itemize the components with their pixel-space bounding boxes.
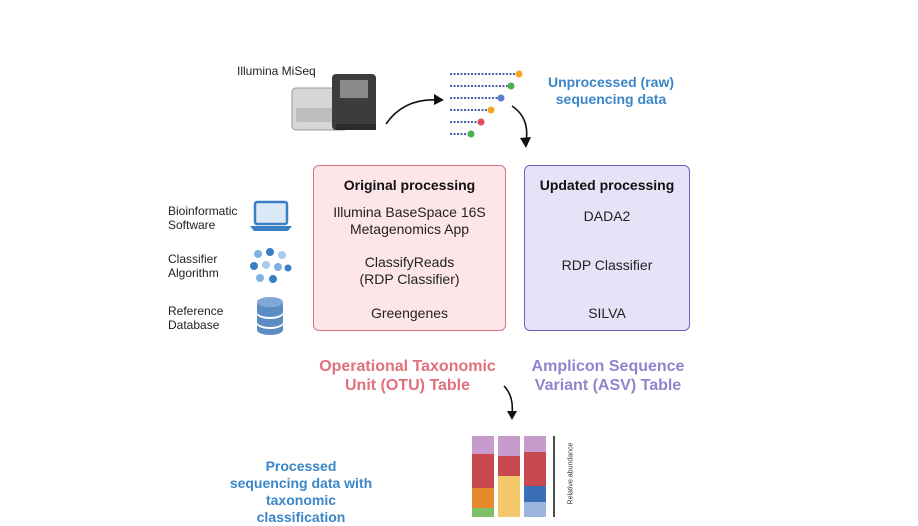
updated-software: DADA2 xyxy=(583,208,631,224)
arrow-to-raw-data xyxy=(385,94,444,125)
asv-table-label: Amplicon Sequence Variant (ASV) Table xyxy=(531,358,685,394)
original-processing-box: Original processing Illumina BaseSpace 1… xyxy=(313,165,506,331)
instrument-label: Illumina MiSeq xyxy=(237,64,316,78)
updated-classifier: RDP Classifier xyxy=(561,257,653,273)
raw-data-title: Unprocessed (raw) sequencing data xyxy=(547,74,675,107)
updated-database: SILVA xyxy=(588,305,626,321)
updated-processing-title: Updated processing xyxy=(539,177,675,193)
processed-data-title: Processed sequencing data with taxonomic… xyxy=(229,458,373,525)
raw-reads-icon xyxy=(450,70,523,138)
original-software: Illumina BaseSpace 16S Metagenomics App xyxy=(333,204,486,237)
legend-classifier-label: Classifier Algorithm xyxy=(168,252,219,280)
relative-abundance-axis-label: Relative abundance xyxy=(567,442,575,505)
bar-sample-2 xyxy=(498,436,520,517)
original-classifier: ClassifyReads (RDP Classifier) xyxy=(359,254,460,287)
bar-sample-3 xyxy=(524,436,546,517)
legend-database-label: Reference Database xyxy=(168,304,224,332)
arrow-to-processing xyxy=(511,105,531,148)
legend-software-label: Bioinformatic Software xyxy=(168,204,238,232)
classifier-dots-icon xyxy=(250,248,292,283)
bar-sample-1 xyxy=(472,436,494,517)
updated-processing-box: Updated processing DADA2 RDP Classifier … xyxy=(524,165,690,331)
otu-table-label: Operational Taxonomic Unit (OTU) Table xyxy=(319,358,496,394)
arrow-to-processed xyxy=(503,385,517,420)
original-processing-title: Original processing xyxy=(343,177,476,193)
relative-abundance-bars xyxy=(472,436,555,517)
laptop-icon xyxy=(250,200,292,231)
database-icon xyxy=(257,297,283,335)
sequencer-icon xyxy=(291,74,376,131)
original-database: Greengenes xyxy=(370,305,449,321)
